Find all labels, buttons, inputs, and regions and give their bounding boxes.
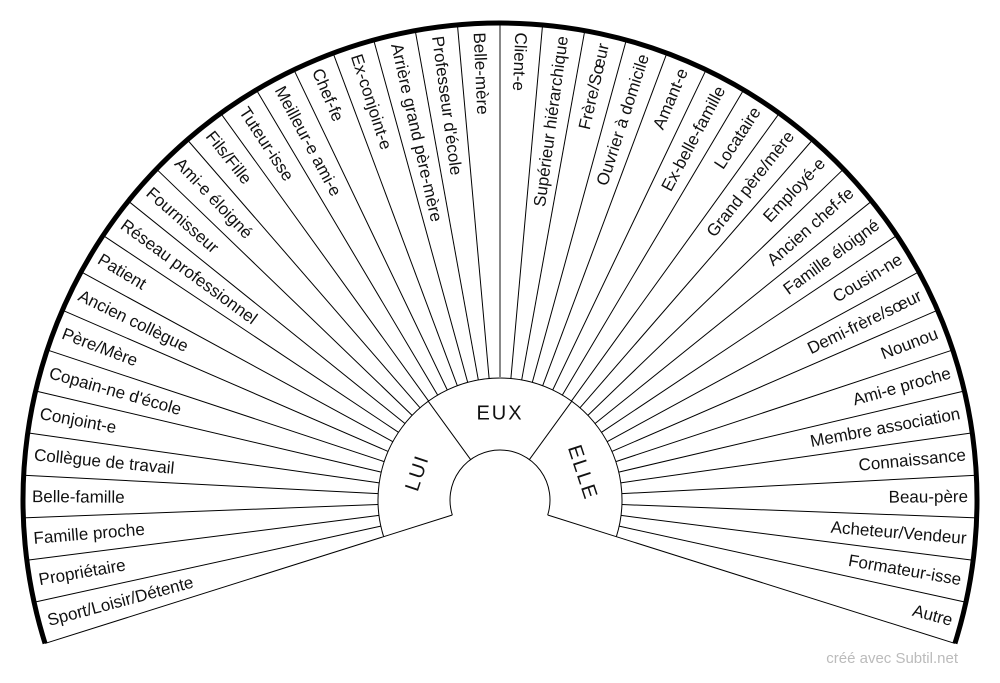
- sector-label[interactable]: Patient: [94, 250, 149, 294]
- footer-credit: créé avec Subtil.net: [826, 650, 958, 667]
- sector-divider: [611, 309, 938, 452]
- sector-divider: [27, 432, 380, 484]
- sector-label[interactable]: Acheteur/Vendeur: [830, 518, 968, 548]
- sector-divider: [621, 474, 977, 495]
- sector-divider: [542, 52, 668, 386]
- sector-divider: [521, 30, 586, 381]
- sector-divider: [156, 168, 413, 416]
- sector-divider: [23, 474, 379, 495]
- sector-divider: [44, 536, 384, 644]
- sector-divider: [579, 139, 814, 409]
- center-hole-arc: [449, 449, 551, 516]
- sector-divider: [293, 69, 448, 391]
- sector-divider: [619, 525, 967, 603]
- sector-divider: [186, 139, 421, 409]
- sector-divider: [571, 112, 780, 402]
- sector-divider: [561, 89, 745, 396]
- sector-divider: [606, 271, 920, 443]
- sector-label[interactable]: Membre association: [809, 404, 962, 451]
- sector-label[interactable]: Connaissance: [858, 445, 967, 474]
- sector-divider: [615, 349, 953, 463]
- sector-divider: [373, 39, 469, 383]
- sector-divider: [127, 200, 406, 424]
- sector-label[interactable]: Supérieur hiérarchique: [530, 35, 572, 208]
- sector-label[interactable]: Ex-conjoint-e: [347, 52, 396, 152]
- sector-divider: [620, 514, 974, 561]
- sector-divider: [26, 514, 380, 561]
- sector-divider: [23, 504, 379, 519]
- sector-divider: [510, 24, 544, 379]
- sector-label[interactable]: Client-e: [509, 32, 531, 91]
- sector-divider: [587, 168, 844, 416]
- sector-divider: [35, 390, 382, 473]
- sector-label[interactable]: Collègue de travail: [33, 445, 175, 477]
- sector-divider: [620, 432, 973, 484]
- sector-divider: [456, 24, 490, 379]
- sector-label[interactable]: Fils/Fille: [202, 127, 256, 188]
- sector-divider: [594, 200, 873, 424]
- ring-edge-right: [547, 514, 617, 538]
- sector-divider: [621, 504, 977, 519]
- sector-divider: [62, 309, 389, 452]
- sector-divider: [552, 69, 707, 391]
- sector-divider: [80, 271, 394, 443]
- sector-label[interactable]: Autre: [910, 601, 954, 630]
- sector-label[interactable]: Famille proche: [33, 520, 146, 548]
- sector-label[interactable]: Belle-famille: [32, 487, 125, 507]
- sector-label[interactable]: Père/Mère: [59, 324, 140, 370]
- sector-label[interactable]: Grand père/mère: [703, 127, 798, 240]
- group-label-eux: EUX: [476, 402, 523, 424]
- sector-divider: [255, 89, 439, 396]
- sector-label[interactable]: Amant-e: [649, 66, 692, 133]
- sector-divider: [220, 112, 429, 402]
- group-divider: [427, 401, 472, 460]
- sector-label[interactable]: Propriétaire: [37, 555, 127, 589]
- sector-divider: [616, 536, 956, 644]
- sector-label[interactable]: Conjoint-e: [38, 404, 118, 437]
- sector-divider: [102, 234, 399, 433]
- sector-divider: [601, 234, 898, 433]
- sector-divider: [618, 390, 965, 473]
- ring-edge-left: [383, 514, 453, 538]
- sector-divider: [332, 52, 458, 386]
- group-divider: [528, 401, 573, 460]
- group-label-elle: ELLE: [563, 442, 602, 503]
- sector-divider: [414, 30, 479, 381]
- sector-divider: [47, 349, 385, 463]
- group-label-lui: LUI: [401, 452, 434, 494]
- sector-divider: [33, 525, 381, 603]
- sector-divider: [531, 39, 627, 383]
- sector-label[interactable]: Ami-e proche: [850, 364, 952, 410]
- sector-label[interactable]: Belle-mère: [470, 32, 493, 115]
- sector-label[interactable]: Beau-père: [889, 487, 969, 507]
- outer-arc: [20, 20, 980, 645]
